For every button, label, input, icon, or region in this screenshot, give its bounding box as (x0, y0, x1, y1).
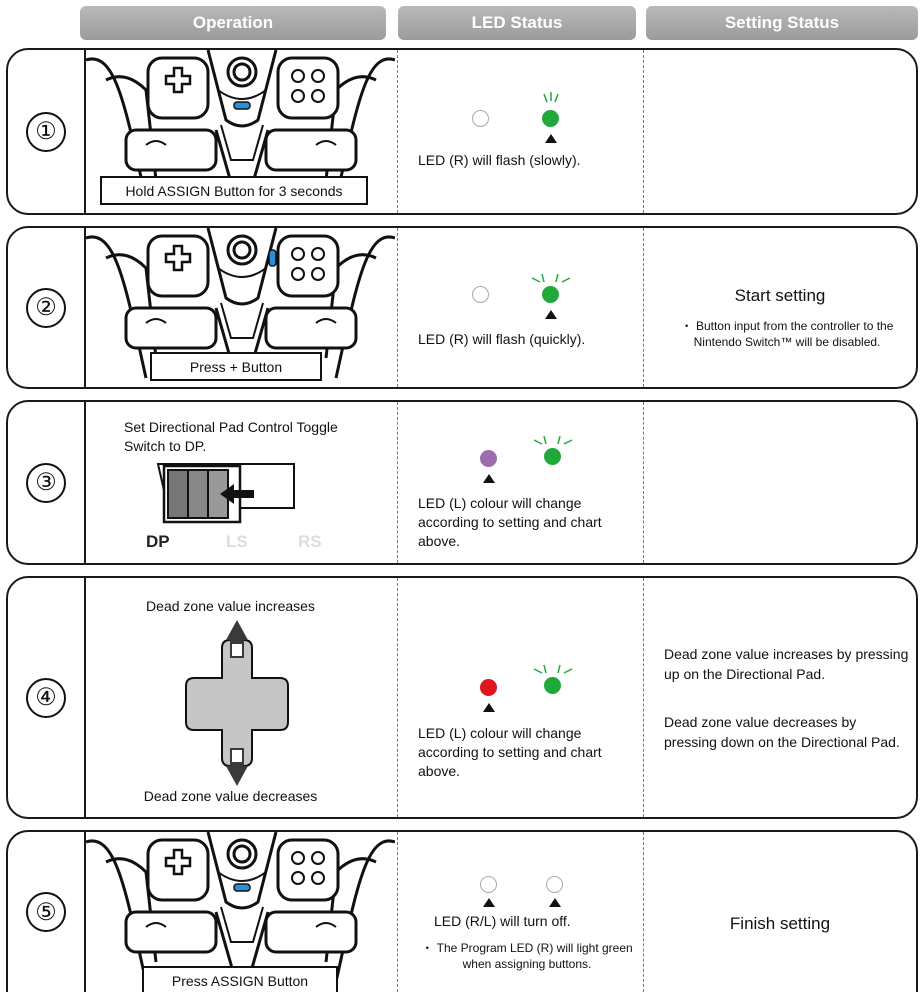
flash-rays-icon (543, 92, 559, 103)
led-status-text: LED (L) colour will change according to … (418, 495, 602, 549)
operation-cell: Press ASSIGN Button (86, 832, 395, 992)
led-status-cell: LED (L) colour will change according to … (397, 578, 643, 817)
operation-caption: Press ASSIGN Button (142, 966, 338, 992)
step-row-5: ⑤ Press ASSIGN Button LED (R/L) will tur… (6, 830, 918, 992)
header-operation: Operation (80, 6, 386, 40)
operation-caption: Hold ASSIGN Button for 3 seconds (100, 176, 368, 205)
header-led-status-label: LED Status (471, 13, 563, 32)
setting-status-cell: Dead zone value increases by pressing up… (643, 578, 916, 817)
controller-illustration (86, 50, 395, 202)
step-number: ⑤ (26, 892, 66, 932)
header-operation-label: Operation (192, 13, 274, 32)
led-right-indicator (542, 110, 559, 127)
pointer-arrow-icon (545, 310, 557, 319)
step-number-cell: ④ (8, 578, 86, 817)
setting-status-cell: Finish setting (643, 832, 916, 992)
led-status-text: LED (R) will flash (quickly). (418, 331, 586, 347)
setting-title: Start setting (734, 286, 826, 305)
led-left-indicator (472, 110, 489, 127)
led-right-indicator (544, 677, 561, 694)
step-number-cell: ② (8, 228, 86, 387)
led-note: ・ The Program LED (R) will light green w… (421, 941, 633, 971)
led-left-indicator (480, 679, 497, 696)
led-left-indicator (480, 876, 497, 893)
step-number: ② (26, 287, 66, 328)
operation-cell: Press + Button (86, 228, 395, 387)
step-number-cell: ⑤ (8, 832, 86, 992)
led-status-text: LED (R) will flash (slowly). (418, 152, 581, 168)
pointer-arrow-icon (545, 134, 557, 143)
step-row-4: ④ Dead zone value increases Dead zone va… (6, 576, 918, 819)
led-right-indicator (542, 286, 559, 303)
pointer-arrow-icon (483, 703, 495, 712)
led-left-indicator (480, 450, 497, 467)
led-status-cell: LED (R/L) will turn off. ・ The Program L… (397, 832, 643, 992)
operation-cell: Set Directional Pad Control Toggle Switc… (86, 402, 395, 563)
led-right-indicator (546, 876, 563, 893)
led-status-text: LED (R/L) will turn off. (434, 913, 571, 929)
setting-status-cell (643, 402, 916, 563)
led-status-cell: LED (R) will flash (slowly). (397, 50, 643, 213)
led-right-indicator (544, 448, 561, 465)
switch-label-dp: DP (146, 532, 170, 551)
led-left-indicator (472, 286, 489, 303)
operation-caption: Press + Button (150, 352, 322, 381)
setting-status-cell: Start setting ・ Button input from the co… (643, 228, 916, 387)
step-row-2: ② Press + Button LED (R) will flash (qui… (6, 226, 918, 389)
directional-pad-illustration (185, 620, 289, 786)
led-status-cell: LED (R) will flash (quickly). (397, 228, 643, 387)
setting-decrease-text: Dead zone value decreases by pressing do… (664, 714, 900, 750)
setting-title: Finish setting (729, 914, 831, 933)
operation-instruction: Set Directional Pad Control Toggle Switc… (124, 419, 338, 454)
pointer-arrow-icon (483, 898, 495, 907)
led-status-text: LED (L) colour will change according to … (418, 725, 602, 779)
operation-cell: Dead zone value increases Dead zone valu… (86, 578, 395, 817)
flash-rays-icon (533, 436, 573, 445)
operation-cell: Hold ASSIGN Button for 3 seconds (86, 50, 395, 213)
switch-label-rs: RS (298, 532, 322, 551)
step-number: ③ (26, 462, 66, 503)
header-setting-status-label: Setting Status (724, 13, 840, 32)
step-row-3: ③ Set Directional Pad Control Toggle Swi… (6, 400, 918, 565)
dead-zone-increase-label: Dead zone value increases (146, 598, 315, 614)
toggle-switch-illustration (156, 463, 295, 524)
flash-rays-icon (531, 274, 571, 283)
step-number: ① (26, 111, 66, 152)
step-row-1: ① Hold ASSIGN Button for 3 seconds LED (… (6, 48, 918, 215)
step-number-cell: ① (8, 50, 86, 213)
led-status-cell: LED (L) colour will change according to … (397, 402, 643, 563)
switch-label-ls: LS (226, 532, 248, 551)
setting-note: ・ Button input from the controller to th… (680, 319, 894, 349)
controller-illustration (86, 228, 395, 380)
step-number-cell: ③ (8, 402, 86, 563)
dead-zone-decrease-label: Dead zone value decreases (143, 788, 318, 804)
pointer-arrow-icon (483, 474, 495, 483)
controller-illustration (86, 832, 395, 984)
header-led-status: LED Status (398, 6, 636, 40)
flash-rays-icon (533, 665, 573, 674)
setting-increase-text: Dead zone value increases by pressing up… (664, 646, 909, 682)
setting-status-cell (643, 50, 916, 213)
step-number: ④ (26, 677, 66, 718)
header-setting-status: Setting Status (646, 6, 918, 40)
pointer-arrow-icon (549, 898, 561, 907)
